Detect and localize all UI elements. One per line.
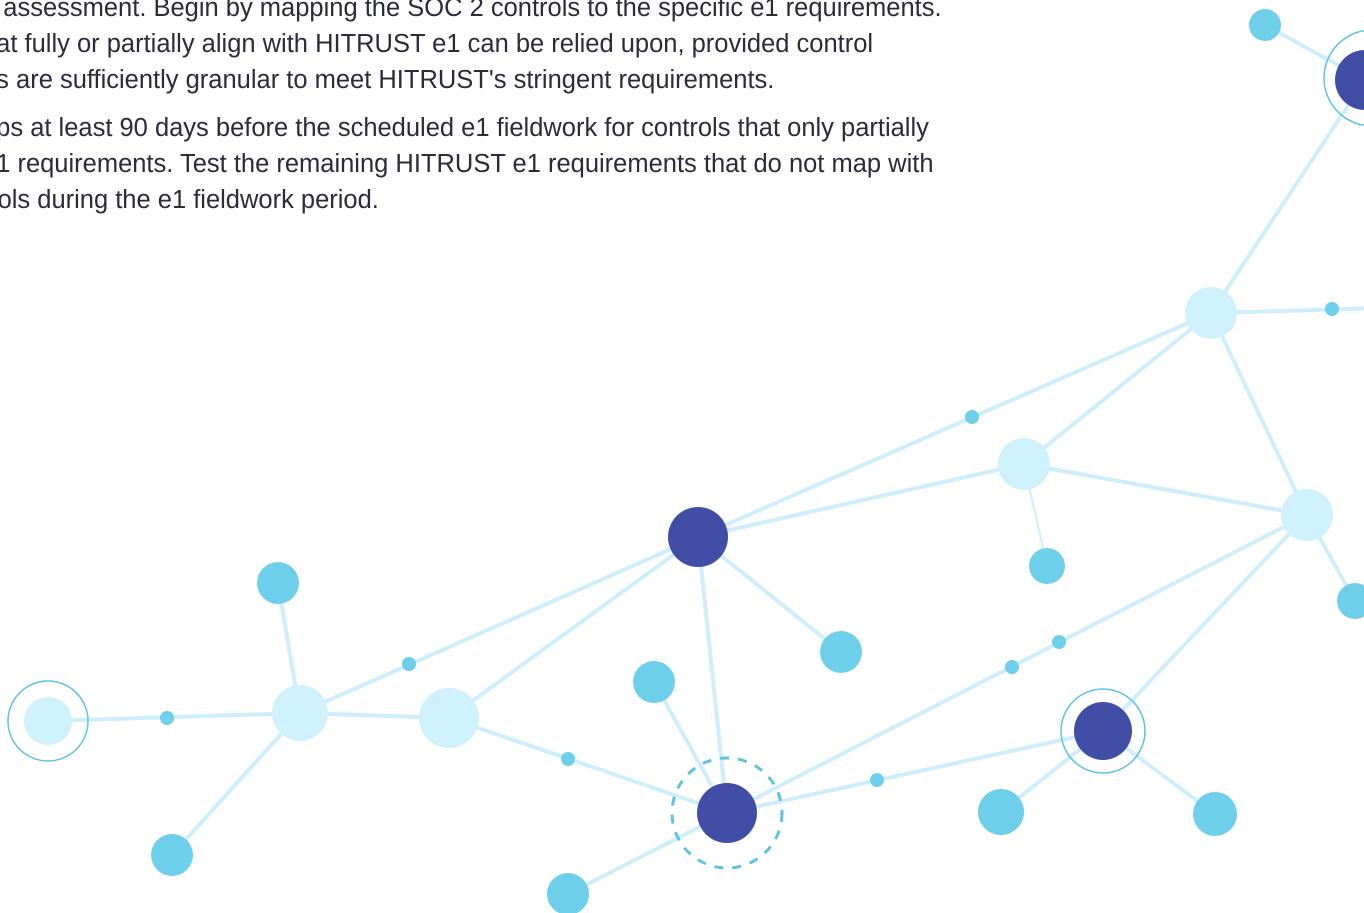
node-ring-dashed [670,756,784,870]
network-node [820,631,862,673]
network-node [1029,548,1065,584]
body-paragraph-2: aps at least 90 days before the schedule… [0,110,1182,218]
paragraph-line: e1 requirements. Test the remaining HITR… [0,150,934,178]
network-node [697,783,757,843]
network-node [1185,287,1237,339]
network-node [1249,9,1281,41]
network-edge [1022,311,1213,466]
paragraph-line: aps at least 90 days before the schedule… [0,114,929,142]
network-node [561,752,575,766]
network-node [1193,792,1237,836]
network-node [870,773,884,787]
node-ring [7,680,89,762]
network-edge [447,716,729,815]
network-node [1005,660,1019,674]
network-edge [696,535,729,815]
paragraph-line: 1 assessment. Begin by mapping the SOC 2… [0,0,942,22]
network-edge [1209,78,1364,315]
paragraph-line: ns are sufficiently granular to meet HIT… [0,66,775,94]
network-node [257,562,299,604]
network-node [1074,702,1132,760]
network-edge [46,711,302,723]
network-edge [1022,462,1309,517]
network-node [547,873,589,913]
network-node [633,661,675,703]
network-node [1337,583,1364,619]
network-node [1335,50,1364,110]
body-paragraph-1: 1 assessment. Begin by mapping the SOC 2… [0,0,1182,98]
paragraph-line: trols during the e1 fieldwork period. [0,186,379,214]
network-node [151,834,193,876]
network-edge [1209,311,1309,517]
network-node [160,711,174,725]
network-edge [696,535,843,654]
network-edge [298,535,700,715]
network-edge [1209,306,1364,315]
network-edge [170,711,302,857]
network-node [272,685,328,741]
network-node [24,697,72,745]
network-edge [725,729,1105,815]
node-ring [1060,688,1146,774]
node-ring [1323,29,1364,127]
network-edge [447,535,700,720]
network-edge [1101,513,1309,733]
network-node [1325,302,1339,316]
paragraph-line: hat fully or partially align with HITRUS… [0,30,874,58]
network-edge [696,462,1026,539]
network-node [419,688,479,748]
network-node [1281,489,1333,541]
network-nodes [24,9,1364,913]
network-edge [696,311,1213,539]
network-node [998,438,1050,490]
network-node [1052,635,1066,649]
network-rings [7,29,1364,870]
network-node [965,410,979,424]
network-node [402,657,416,671]
network-node [668,507,728,567]
network-node [978,789,1024,835]
